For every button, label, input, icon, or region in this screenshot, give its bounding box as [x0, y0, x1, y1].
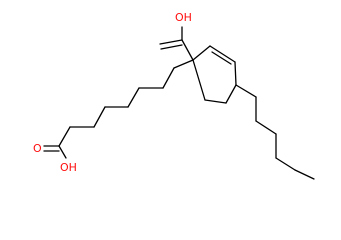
- bond: [234, 61, 237, 86]
- double-bond-inner: [211, 51, 232, 65]
- bottom-acid-hydroxyl-label: OH: [60, 161, 77, 174]
- bond: [173, 59, 194, 69]
- bond: [58, 126, 71, 147]
- bond: [162, 67, 175, 89]
- bond: [181, 39, 194, 61]
- bond: [255, 120, 277, 135]
- bottom-carboxylic-acid: O OH: [33, 142, 77, 174]
- top-carboxylic-acid: OH: [159, 11, 194, 61]
- double-bond-inner: [160, 44, 183, 50]
- bond: [192, 45, 211, 61]
- bond: [209, 45, 236, 63]
- top-acid-hydroxyl-label: OH: [175, 11, 192, 24]
- octanoic-acid-chain: [58, 59, 194, 147]
- cyclohexene-ring: [192, 45, 237, 104]
- bond: [275, 157, 296, 171]
- bond: [93, 106, 106, 128]
- bond: [235, 84, 257, 98]
- bottom-acid-carbonyl-label: O: [33, 142, 42, 155]
- bond: [58, 145, 67, 159]
- bond: [127, 87, 140, 108]
- bond: [225, 84, 237, 104]
- bond: [159, 39, 183, 45]
- molecule-structure: OH O OH: [33, 11, 315, 180]
- bond: [204, 99, 227, 104]
- hexyl-chain: [235, 84, 315, 180]
- bond: [294, 169, 315, 180]
- bond: [192, 59, 206, 101]
